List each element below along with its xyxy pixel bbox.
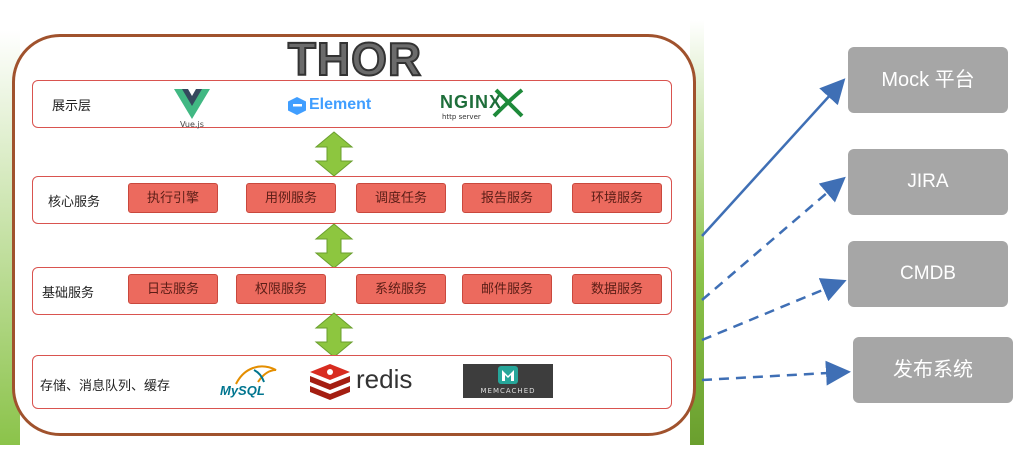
service-data: 数据服务 (572, 274, 662, 304)
redis-logo-icon (310, 364, 350, 400)
memcached-m-icon (498, 366, 518, 384)
service-testcase: 用例服务 (246, 183, 336, 213)
external-release-system: 发布系统 (853, 337, 1013, 403)
diagram-title: THOR (287, 33, 423, 85)
layer-label-base-services: 基础服务 (42, 286, 95, 301)
external-cmdb: CMDB (848, 241, 1008, 307)
layer-label-presentation: 展示层 (52, 99, 92, 114)
element-logo-icon (288, 97, 306, 115)
layer-label-storage: 存储、消息队列、缓存 (40, 379, 171, 394)
element-logo-text: Element (309, 96, 372, 113)
external-jira: JIRA (848, 149, 1008, 215)
layer-storage (32, 355, 672, 409)
connector-to-mock (701, 78, 846, 237)
memcached-logo-text: MEMCACHED (480, 387, 536, 395)
redis-logo-text: redis (356, 364, 413, 394)
external-mock-platform: Mock 平台 (848, 47, 1008, 113)
nginx-logo-text: NGINX (440, 92, 503, 112)
connector-to-cmdb (701, 278, 847, 342)
nginx-logo-subtext: http server (442, 113, 481, 121)
service-report: 报告服务 (462, 183, 552, 213)
connector-to-jira (701, 176, 846, 301)
mysql-logo-text: MySQL (220, 383, 265, 398)
nginx-x-icon (492, 88, 524, 118)
connector-to-release (701, 360, 851, 386)
service-permission: 权限服务 (236, 274, 326, 304)
service-mail: 邮件服务 (462, 274, 552, 304)
service-system: 系统服务 (356, 274, 446, 304)
mysql-dolphin-icon (235, 365, 277, 385)
service-log: 日志服务 (128, 274, 218, 304)
vue-logo-text: Vue.js (180, 120, 204, 129)
vue-logo (174, 89, 210, 119)
layer-label-core-services: 核心服务 (48, 195, 101, 210)
layer-presentation (32, 80, 672, 128)
service-execution-engine: 执行引擎 (128, 183, 218, 213)
service-scheduler: 调度任务 (356, 183, 446, 213)
service-environment: 环境服务 (572, 183, 662, 213)
